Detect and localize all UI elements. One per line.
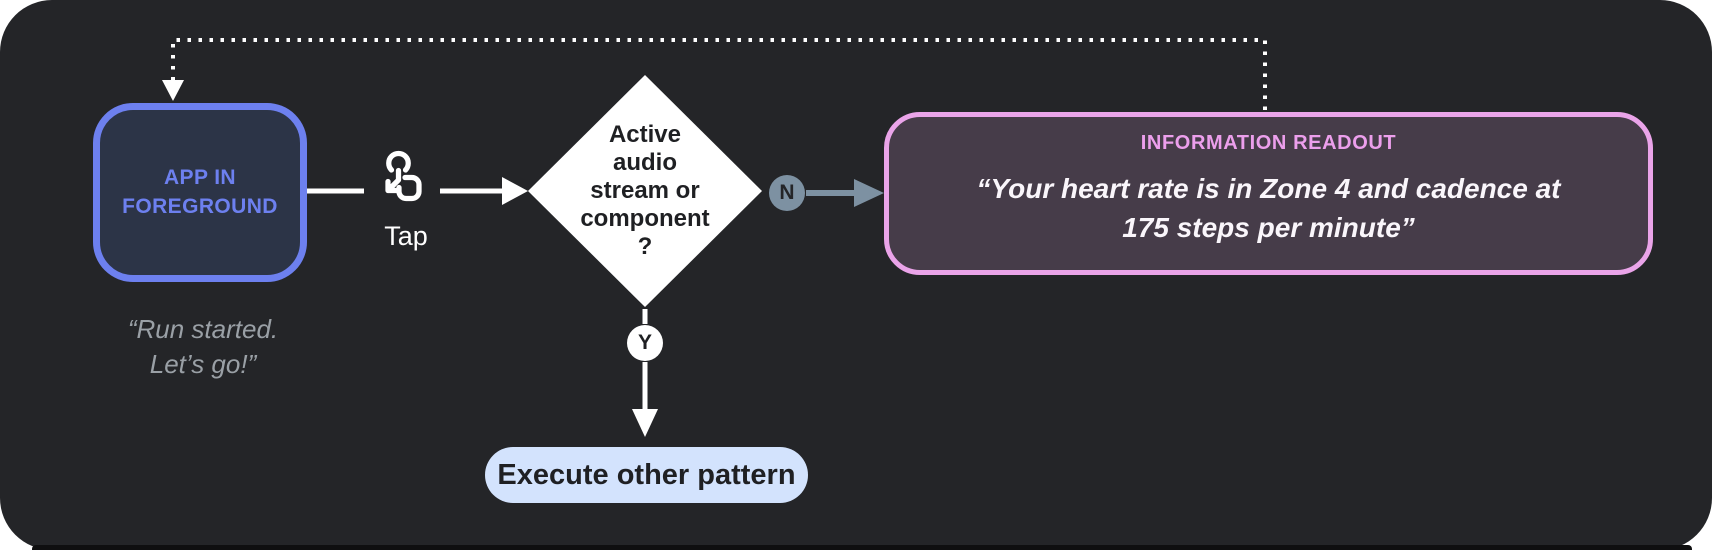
- bottom-card-edge: [32, 545, 1692, 550]
- decision-arrowhead-icon: [502, 177, 528, 205]
- app-foreground-label: APP IN FOREGROUND: [122, 166, 278, 218]
- readout-quote-line-2: 175 steps per minute”: [1122, 211, 1415, 243]
- feedback-arrowhead-icon: [162, 80, 184, 101]
- tap-gesture-icon: [385, 150, 422, 202]
- tap-label: Tap: [384, 221, 428, 251]
- decision-question: Active audio stream or component ?: [580, 121, 710, 261]
- information-readout-card: INFORMATION READOUT “Your heart rate is …: [884, 112, 1653, 275]
- run-started-caption: “Run started. Let’s go!”: [127, 314, 279, 380]
- feedback-dotted-connector: [171, 38, 1267, 110]
- branch-no-badge: N: [769, 175, 805, 211]
- execute-pattern-label: Execute other pattern: [497, 458, 796, 491]
- execute-pattern-pill: Execute other pattern: [485, 447, 808, 503]
- app-foreground-node: APP IN FOREGROUND: [93, 103, 307, 282]
- execute-arrowhead-icon: [632, 409, 658, 437]
- decision-diamond: [528, 75, 762, 307]
- readout-quote-line-1: “Your heart rate is in Zone 4 and cadenc…: [976, 173, 1561, 204]
- readout-arrowhead-icon: [854, 179, 884, 207]
- branch-yes-badge: Y: [627, 325, 663, 361]
- readout-title: INFORMATION READOUT: [1140, 132, 1397, 154]
